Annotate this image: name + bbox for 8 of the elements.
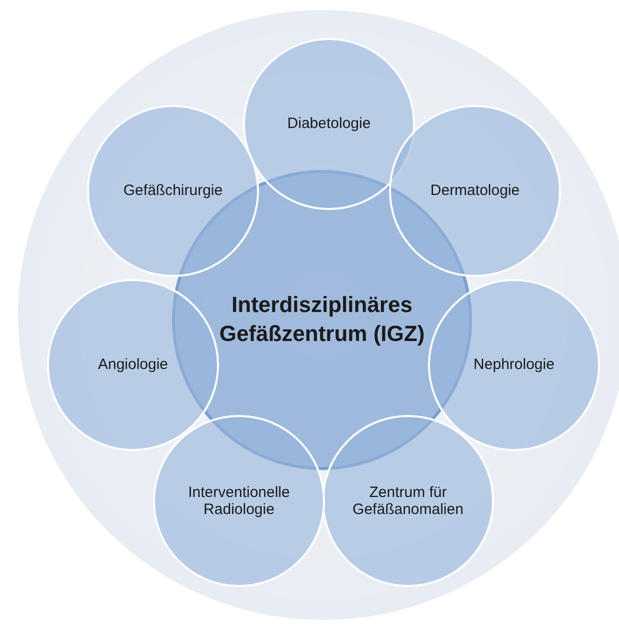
department-label: Zentrum für Gefäßanomalien bbox=[352, 484, 464, 518]
department-label: Angiologie bbox=[96, 356, 170, 374]
department-label: Interventionelle Radiologie bbox=[187, 484, 291, 518]
department-label: Gefäßchirurgie bbox=[122, 182, 224, 200]
department-label: Dermatologie bbox=[429, 182, 521, 200]
center-title: Interdisziplinäres Gefäßzentrum (IGZ) bbox=[218, 291, 426, 348]
department-label: Nephrologie bbox=[472, 356, 556, 374]
department-label: Diabetologie bbox=[286, 115, 372, 133]
